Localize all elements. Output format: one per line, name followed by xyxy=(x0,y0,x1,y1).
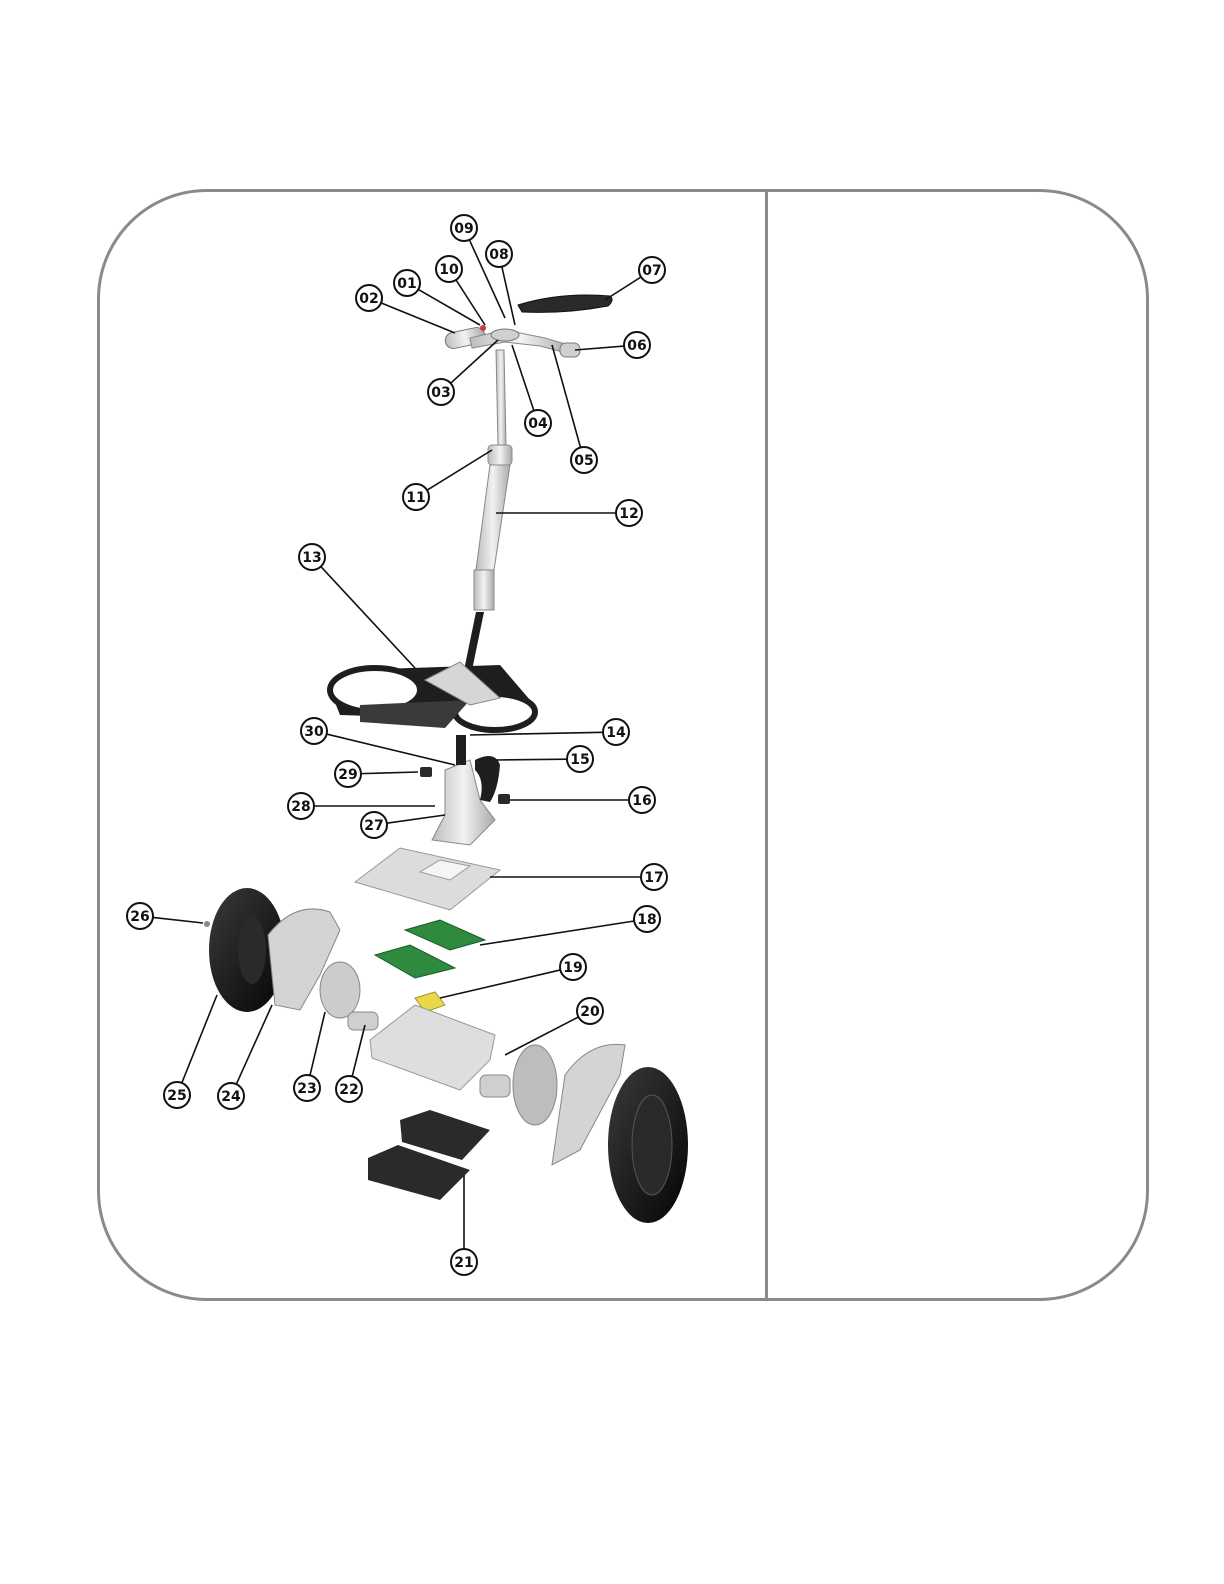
callout-03: 03 xyxy=(428,379,454,405)
callout-25: 25 xyxy=(164,1082,190,1108)
callout-04: 04 xyxy=(525,410,551,436)
callout-05: 05 xyxy=(571,447,597,473)
leader-line-11 xyxy=(427,450,492,490)
screw xyxy=(204,921,210,927)
leader-line-25 xyxy=(182,995,217,1083)
leader-line-27 xyxy=(387,815,445,823)
callout-number: 23 xyxy=(297,1081,316,1097)
leader-line-26 xyxy=(153,917,203,923)
steering-column xyxy=(462,350,512,680)
leader-line-15 xyxy=(495,759,567,760)
callout-12: 12 xyxy=(616,500,642,526)
callout-number: 20 xyxy=(580,1004,600,1020)
callout-number: 07 xyxy=(642,263,661,279)
callout-number: 13 xyxy=(302,550,321,566)
callout-10: 10 xyxy=(436,256,462,282)
callout-29: 29 xyxy=(335,761,361,787)
callout-number: 17 xyxy=(644,870,663,886)
callout-11: 11 xyxy=(403,484,429,510)
callout-13: 13 xyxy=(299,544,325,570)
leader-line-23 xyxy=(310,1012,325,1075)
leader-line-22 xyxy=(352,1025,365,1076)
callout-number: 19 xyxy=(563,960,582,976)
callout-30: 30 xyxy=(301,718,327,744)
callout-18: 18 xyxy=(634,906,660,932)
callout-20: 20 xyxy=(577,998,603,1024)
callout-number: 14 xyxy=(606,725,626,741)
callout-number: 16 xyxy=(632,793,651,809)
callout-28: 28 xyxy=(288,793,314,819)
leader-line-02 xyxy=(381,303,455,333)
callout-number: 10 xyxy=(439,262,459,278)
callout-14: 14 xyxy=(603,719,629,745)
leader-line-19 xyxy=(440,970,560,998)
leader-line-24 xyxy=(236,1005,272,1084)
callout-27: 27 xyxy=(361,812,387,838)
callout-07: 07 xyxy=(639,257,665,283)
battery-packs xyxy=(368,1110,490,1200)
leader-line-06 xyxy=(575,346,624,350)
callout-number: 22 xyxy=(339,1082,358,1098)
callout-number: 06 xyxy=(627,338,646,354)
callout-26: 26 xyxy=(127,903,153,929)
leader-line-07 xyxy=(605,277,641,300)
callout-23: 23 xyxy=(294,1075,320,1101)
callout-22: 22 xyxy=(336,1076,362,1102)
callout-number: 05 xyxy=(574,453,593,469)
leader-line-29 xyxy=(361,772,418,774)
callout-number: 04 xyxy=(528,416,548,432)
handlebar-cover xyxy=(518,295,612,312)
callout-number: 28 xyxy=(291,799,310,815)
leader-line-18 xyxy=(480,921,634,945)
callout-number: 11 xyxy=(406,490,425,506)
callout-number: 25 xyxy=(167,1088,186,1104)
base-plate xyxy=(355,848,500,910)
callout-number: 02 xyxy=(359,291,378,307)
callout-number: 21 xyxy=(454,1255,473,1271)
callout-number: 03 xyxy=(431,385,450,401)
leader-line-01 xyxy=(418,289,480,325)
callout-09: 09 xyxy=(451,215,477,241)
callout-01: 01 xyxy=(394,270,420,296)
leader-line-10 xyxy=(456,280,485,325)
leader-line-13 xyxy=(321,567,415,668)
callout-number: 01 xyxy=(397,276,416,292)
chassis xyxy=(370,1005,495,1090)
callout-24: 24 xyxy=(218,1083,244,1109)
callout-number: 30 xyxy=(304,724,324,740)
leader-line-04 xyxy=(512,345,534,411)
left-wheel xyxy=(209,888,378,1030)
foot-platform xyxy=(330,662,535,730)
leader-line-05 xyxy=(552,345,581,447)
callout-19: 19 xyxy=(560,954,586,980)
callout-number: 18 xyxy=(637,912,656,928)
callout-15: 15 xyxy=(567,746,593,772)
handlebar xyxy=(470,325,572,354)
callout-02: 02 xyxy=(356,285,382,311)
callout-number: 24 xyxy=(221,1089,241,1105)
callout-number: 27 xyxy=(364,818,383,834)
callout-number: 12 xyxy=(619,506,638,522)
right-wheel xyxy=(480,1044,688,1223)
callout-06: 06 xyxy=(624,332,650,358)
control-boards xyxy=(375,920,485,978)
callout-number: 15 xyxy=(570,752,589,768)
callout-number: 09 xyxy=(454,221,473,237)
indicator-light-icon xyxy=(480,325,486,331)
column-mount xyxy=(420,735,510,845)
callout-08: 08 xyxy=(486,241,512,267)
callout-21: 21 xyxy=(451,1249,477,1275)
callout-number: 08 xyxy=(489,247,508,263)
callout-number: 29 xyxy=(338,767,357,783)
callout-17: 17 xyxy=(641,864,667,890)
callout-number: 26 xyxy=(130,909,149,925)
callout-16: 16 xyxy=(629,787,655,813)
